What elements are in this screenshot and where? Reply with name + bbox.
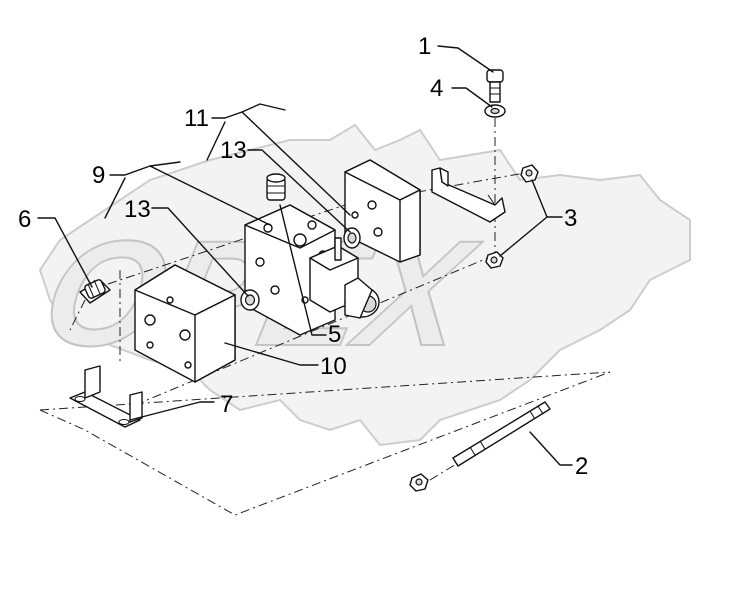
callout-10: 10 bbox=[320, 353, 347, 380]
callout-6: 6 bbox=[18, 206, 31, 233]
leader-lines bbox=[37, 45, 573, 466]
callout-9: 9 bbox=[92, 162, 105, 189]
block-part-10 bbox=[134, 264, 236, 383]
callout-labels: 1 4 11 13 9 3 6 13 5 10 7 2 bbox=[18, 33, 588, 480]
nut-part-3-lower bbox=[485, 251, 504, 269]
bolt-part-1 bbox=[486, 69, 504, 103]
callout-5: 5 bbox=[328, 321, 341, 348]
washer-part-4 bbox=[484, 104, 506, 118]
valve-body-part-9 bbox=[244, 204, 336, 336]
fitting-top bbox=[266, 173, 286, 201]
nut-part-3-upper bbox=[520, 164, 539, 183]
nut-part-2 bbox=[409, 473, 429, 492]
callout-11: 11 bbox=[184, 105, 209, 132]
plate-part-11 bbox=[344, 159, 421, 263]
bracket-upper bbox=[431, 167, 506, 223]
callout-13-upper: 13 bbox=[220, 137, 247, 164]
oring-part-13-upper bbox=[343, 227, 361, 249]
stud-part-2 bbox=[452, 401, 551, 467]
solenoid-part-5 bbox=[309, 237, 380, 319]
callout-4: 4 bbox=[430, 75, 443, 102]
callout-3: 3 bbox=[564, 205, 577, 232]
oring-part-13-lower bbox=[240, 289, 260, 311]
bracket-part-7 bbox=[69, 365, 143, 428]
callout-2: 2 bbox=[575, 453, 588, 480]
callout-1: 1 bbox=[418, 33, 431, 60]
callout-7: 7 bbox=[220, 391, 233, 418]
callout-13-lower: 13 bbox=[124, 196, 151, 223]
